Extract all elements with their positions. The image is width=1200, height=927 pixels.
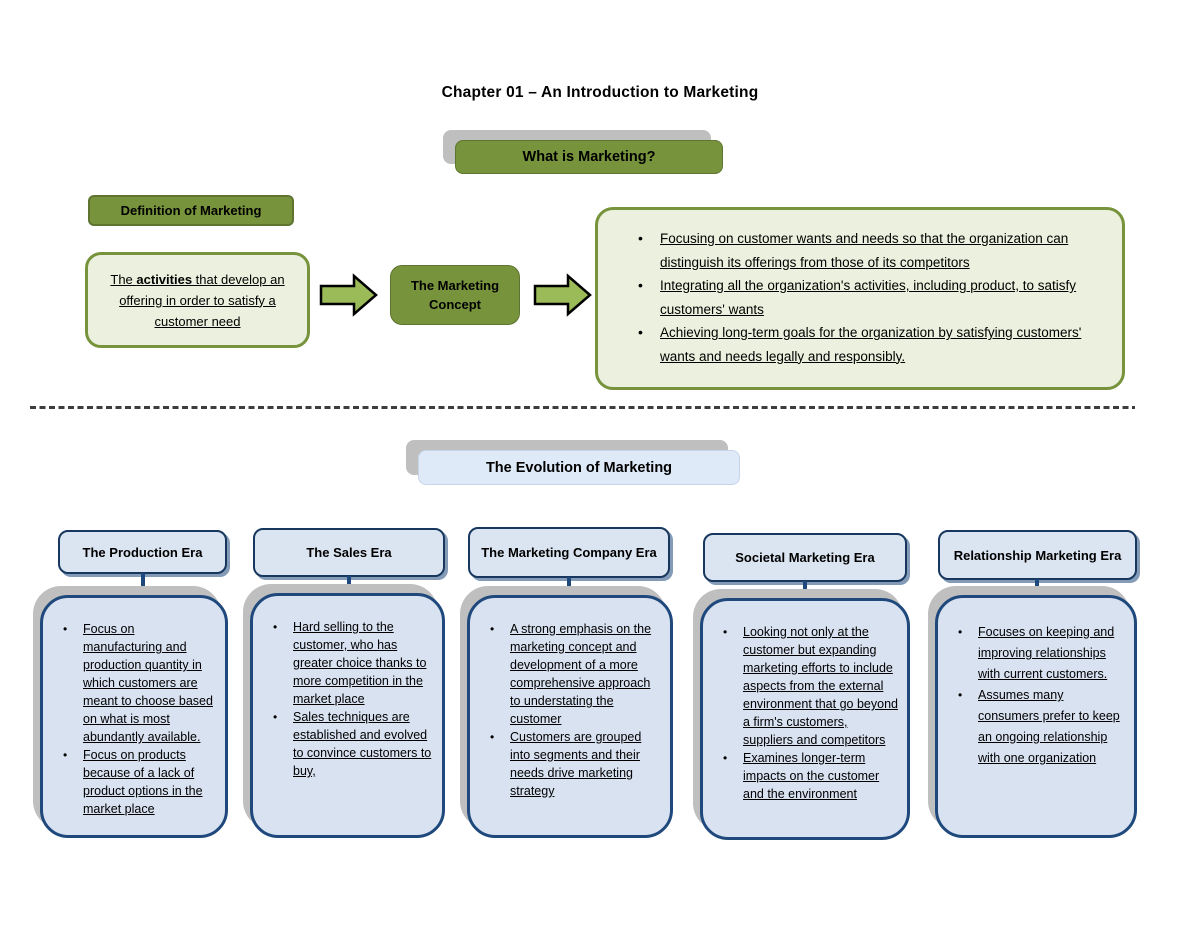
era-connector	[141, 573, 145, 596]
evolution-banner-label: The Evolution of Marketing	[485, 459, 673, 476]
marketing-definition-text: The activities that develop an offering …	[110, 271, 285, 329]
era-bullet: Customers are grouped into segments and …	[483, 728, 662, 800]
era-bullet: Focuses on keeping and improving relatio…	[951, 622, 1126, 685]
era-header-relationship: Relationship Marketing Era	[938, 530, 1137, 580]
era-bullet: Looking not only at the customer but exp…	[716, 623, 899, 749]
definition-of-marketing-text: Definition of Marketing	[120, 203, 262, 218]
era-bullet: Hard selling to the customer, who has gr…	[266, 618, 434, 708]
era-bullet-list: Focuses on keeping and improving relatio…	[938, 598, 1134, 769]
section-divider	[30, 406, 1135, 409]
era-title: Societal Marketing Era	[735, 550, 875, 565]
definition-of-marketing-label: Definition of Marketing	[88, 195, 294, 226]
era-bullet: Assumes many consumers prefer to keep an…	[951, 685, 1126, 769]
era-connector	[347, 576, 351, 594]
era-title: The Marketing Company Era	[481, 545, 657, 560]
era-body-societal: Looking not only at the customer but exp…	[700, 598, 910, 840]
concept-point: Achieving long-term goals for the organi…	[638, 321, 1104, 368]
era-bullet: Focus on manufacturing and production qu…	[56, 620, 217, 746]
era-connector	[567, 577, 571, 595]
era-bullet-list: A strong emphasis on the marketing conce…	[470, 598, 670, 800]
concept-point: Focusing on customer wants and needs so …	[638, 227, 1104, 274]
era-body-production: Focus on manufacturing and production qu…	[40, 595, 228, 838]
right-arrow-icon	[533, 273, 592, 317]
era-title: Relationship Marketing Era	[953, 547, 1122, 563]
era-title: The Sales Era	[306, 545, 392, 560]
what-is-marketing-banner-label: What is Marketing?	[522, 149, 656, 165]
concept-point: Integrating all the organization's activ…	[638, 274, 1104, 321]
marketing-concept-box: The Marketing Concept	[390, 265, 520, 325]
era-body-sales: Hard selling to the customer, who has gr…	[250, 593, 445, 838]
era-bullet-list: Hard selling to the customer, who has gr…	[253, 596, 442, 780]
era-bullet: A strong emphasis on the marketing conce…	[483, 620, 662, 728]
what-is-marketing-banner: What is Marketing?	[455, 140, 723, 174]
era-body-relationship: Focuses on keeping and improving relatio…	[935, 595, 1137, 838]
era-connector	[1035, 579, 1039, 595]
era-bullet: Examines longer-term impacts on the cust…	[716, 749, 899, 803]
page-title: Chapter 01 – An Introduction to Marketin…	[441, 84, 759, 101]
right-arrow-icon	[319, 273, 378, 317]
era-header-production: The Production Era	[58, 530, 227, 574]
era-bullet-list: Looking not only at the customer but exp…	[703, 601, 907, 803]
era-body-marketing-company: A strong emphasis on the marketing conce…	[467, 595, 673, 838]
marketing-definition-box: The activities that develop an offering …	[85, 252, 310, 348]
era-connector	[803, 581, 807, 598]
era-header-marketing-company: The Marketing Company Era	[468, 527, 670, 578]
marketing-concept-points-list: Focusing on customer wants and needs so …	[598, 210, 1122, 368]
evolution-of-marketing-banner: The Evolution of Marketing	[418, 450, 740, 485]
marketing-concept-label: The Marketing Concept	[410, 278, 500, 312]
era-bullet: Focus on products because of a lack of p…	[56, 746, 217, 818]
era-title: The Production Era	[82, 544, 203, 560]
era-bullet: Sales techniques are established and evo…	[266, 708, 434, 780]
era-bullet-list: Focus on manufacturing and production qu…	[43, 598, 225, 818]
marketing-concept-points-box: Focusing on customer wants and needs so …	[595, 207, 1125, 390]
era-header-sales: The Sales Era	[253, 528, 445, 577]
era-header-societal: Societal Marketing Era	[703, 533, 907, 582]
